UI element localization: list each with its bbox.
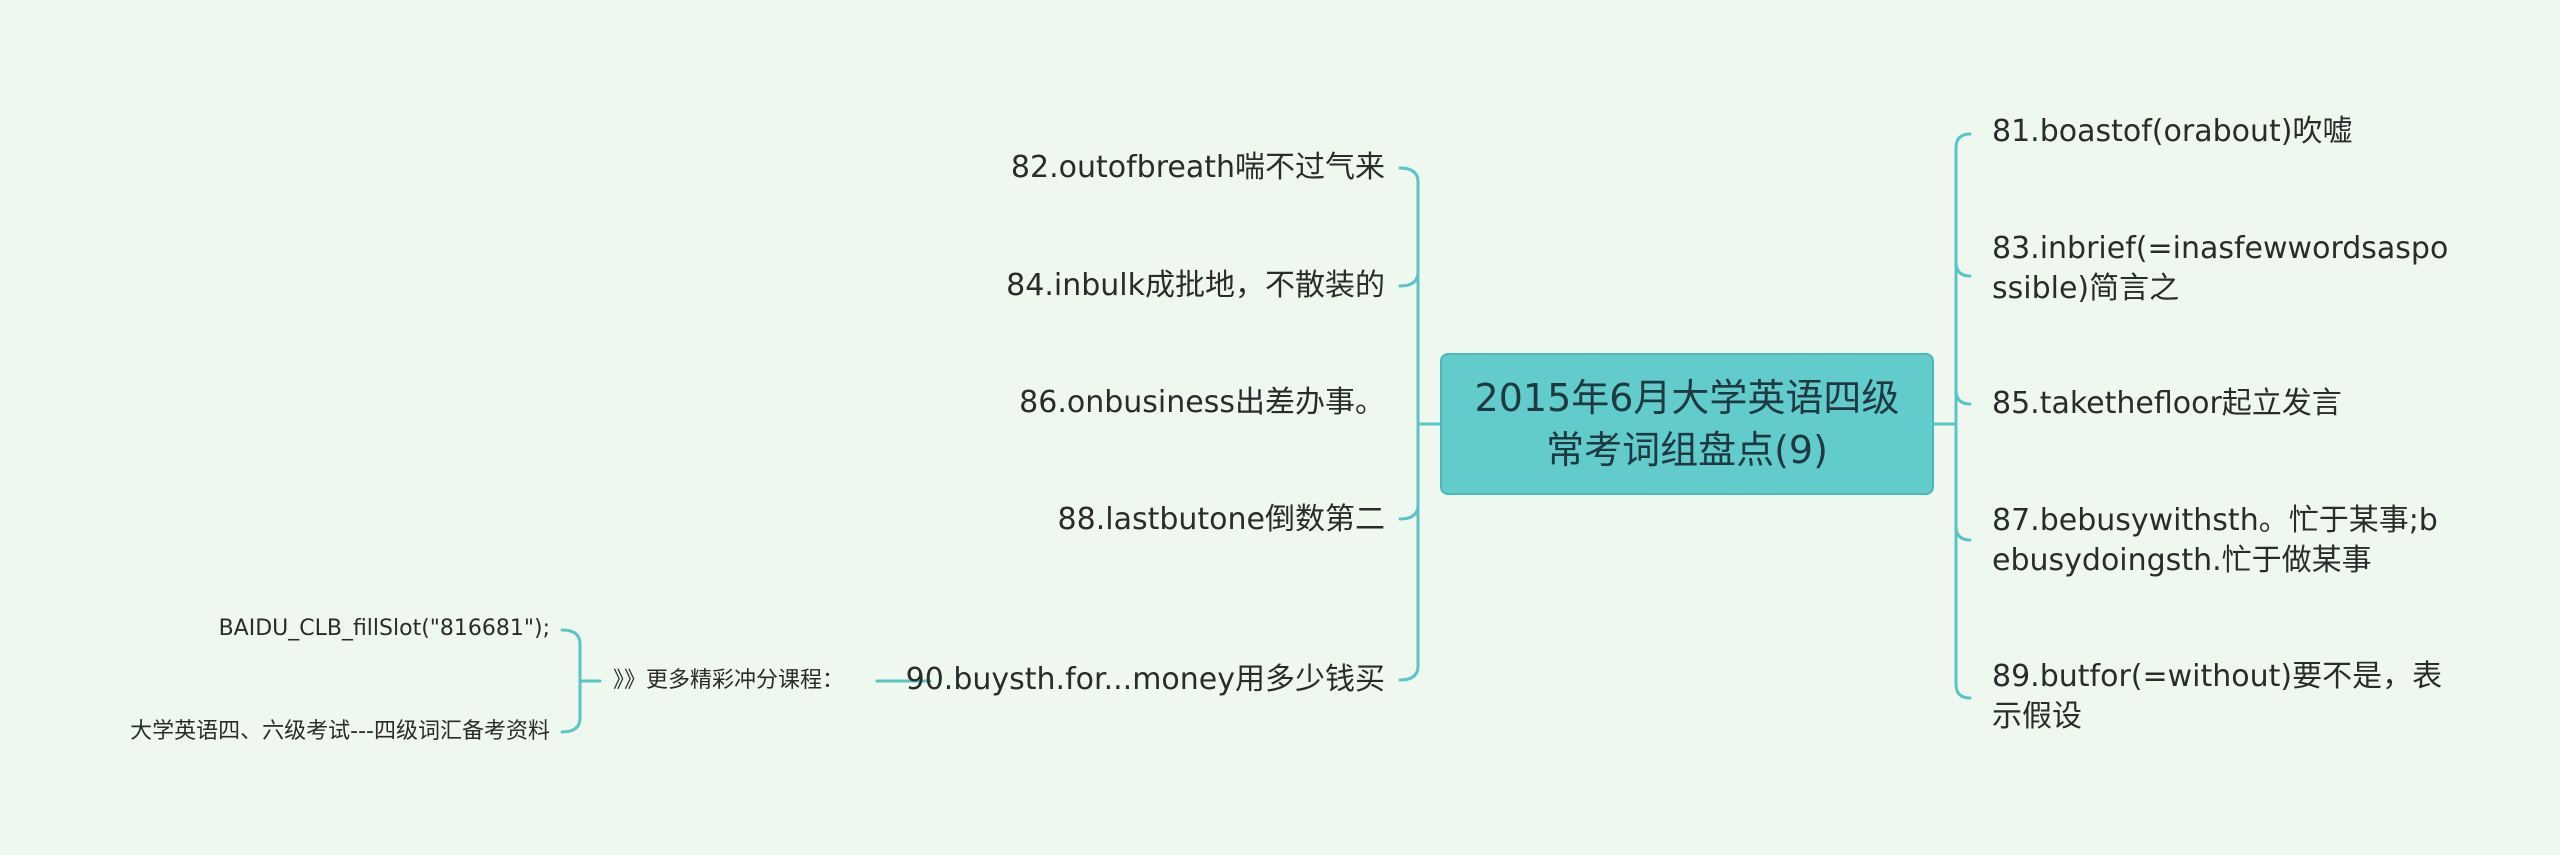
leaf-vocab-materials[interactable]: 大学英语四、六级考试---四级词汇备考资料 [130,719,550,744]
more-courses-label[interactable]: 》》更多精彩冲分课程： [613,668,845,693]
connector-left-stub-2 [1398,503,1420,521]
topic-84[interactable]: 84.inbulk成批地，不散装的 [1006,268,1385,303]
central-topic-line-1: 2015年6月大学英语四级 [1474,376,1900,420]
connector-left-stub-1 [1398,270,1420,288]
topic-85[interactable]: 85.takethefloor起立发言 [1992,386,2342,421]
connector-right-stub-3 [1954,524,1972,542]
connector-left-bracket [1398,166,1420,682]
connector-right-stub-1 [1954,260,1972,278]
central-topic-line-2: 常考词组盘点(9) [1546,428,1828,472]
connector-right-stub-2 [1954,388,1972,406]
topic-86[interactable]: 86.onbusiness出差办事。 [1019,385,1385,420]
connector-sub-bracket [560,628,582,734]
topic-82[interactable]: 82.outofbreath喘不过气来 [1010,150,1385,185]
central-topic[interactable]: 2015年6月大学英语四级 常考词组盘点(9) [1440,353,1934,495]
leaf-baidu-slot[interactable]: BAIDU_CLB_fillSlot("816681"); [218,616,550,641]
topic-81[interactable]: 81.boastof(orabout)吹嘘 [1992,114,2353,149]
topic-90[interactable]: 90.buysth.for...money用多少钱买 [905,662,1385,697]
topic-88[interactable]: 88.lastbutone倒数第二 [1057,502,1385,537]
topic-89[interactable]: 89.butfor(=without)要不是，表示假设 [1992,659,2443,734]
topic-87[interactable]: 87.bebusywithsth。忙于某事;bebusydoingsth.忙于做… [1992,503,2438,578]
topic-83[interactable]: 83.inbrief(=inasfewwordsaspossible)简言之 [1992,231,2449,306]
connector-right-bracket [1954,132,1972,700]
